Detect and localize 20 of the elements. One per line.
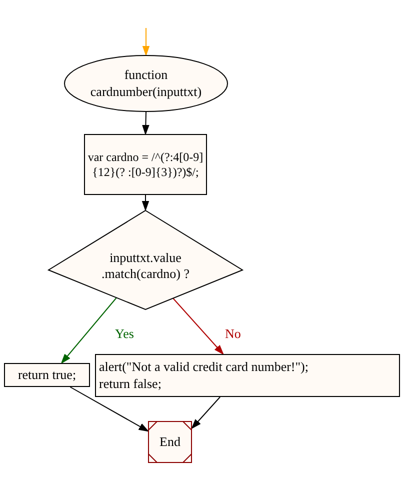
- arrow: [142, 112, 150, 134]
- arrow: [192, 396, 221, 429]
- arrow: [142, 194, 150, 210]
- node-text: return false;: [99, 376, 162, 392]
- node-text: End: [160, 434, 180, 450]
- node-text: var cardno = /^(?:4[0-9]{12}(? :[0-9]{3})?)$/;: [88, 150, 204, 180]
- process-box: [95, 354, 400, 397]
- arrow: [70, 386, 148, 432]
- node-text: function cardnumber(inputtxt): [89, 67, 203, 100]
- node-text: alert("Not a valid credit card number!");: [99, 359, 308, 376]
- end-box: [148, 421, 192, 463]
- node-text: return true;: [18, 366, 76, 384]
- process-box: [84, 134, 207, 195]
- arrow: [61, 298, 117, 364]
- process-box: [4, 363, 90, 387]
- node-text: inputtxt.value .match(cardno) ?: [100, 248, 191, 282]
- arrow: [142, 28, 150, 56]
- arrow: [172, 298, 224, 354]
- start-ellipse: [64, 55, 228, 112]
- decision-diamond: [48, 210, 243, 310]
